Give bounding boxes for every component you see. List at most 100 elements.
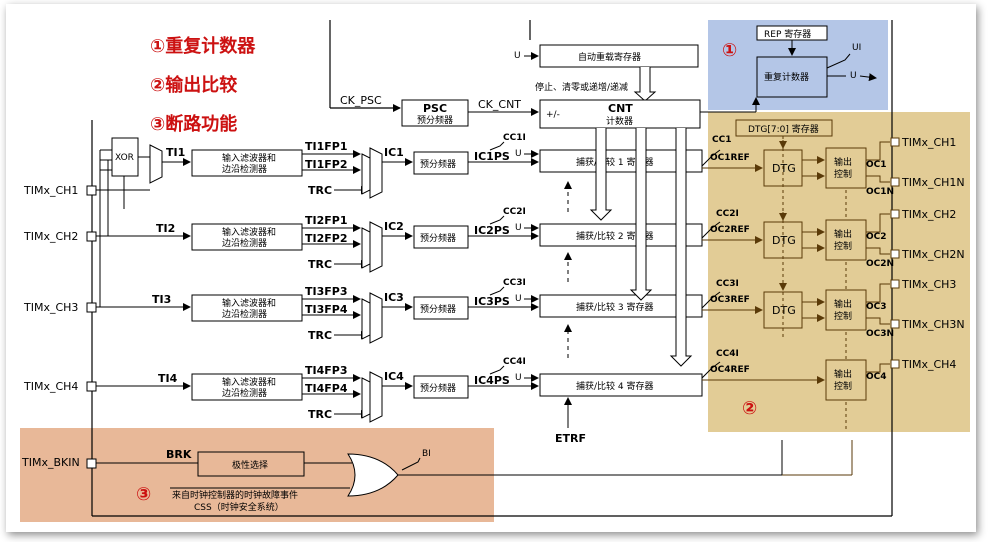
brk-label: BRK bbox=[166, 448, 192, 461]
fp1-label: TI4FP3 bbox=[305, 364, 347, 377]
ic-mux-3 bbox=[369, 292, 383, 344]
legend-item-1: ①重复计数器 bbox=[150, 35, 256, 57]
dtg-label: DTG bbox=[772, 234, 796, 247]
css-line-2: CSS（时钟安全系统） bbox=[194, 501, 284, 513]
ti1-label: TI1 bbox=[166, 146, 185, 159]
trc-label: TRC bbox=[308, 329, 332, 342]
icps-label-2: IC2PS bbox=[474, 224, 510, 237]
input-filter-4 bbox=[191, 373, 303, 401]
filter-label-1: 输入滤波器和 bbox=[222, 376, 276, 388]
dtg-register bbox=[735, 119, 833, 137]
output-control-3 bbox=[825, 289, 867, 331]
filter-label-1: 输入滤波器和 bbox=[222, 297, 276, 309]
filter-label-2: 边沿检测器 bbox=[222, 308, 267, 320]
css-line-1: 来自时钟控制器的时钟故障事件 bbox=[172, 489, 298, 501]
trc-label: TRC bbox=[308, 184, 332, 197]
output-1: TIMx_CH1 bbox=[901, 136, 956, 149]
ccr-4 bbox=[539, 373, 703, 397]
out-ctrl-label-1: 输出 bbox=[834, 228, 852, 240]
dtg-register-label: DTG[7:0] 寄存器 bbox=[748, 123, 819, 135]
ccr-2 bbox=[539, 223, 703, 247]
cci-out-label-3: CC3I bbox=[716, 279, 739, 289]
ic-label-3: IC3 bbox=[384, 291, 404, 304]
input-filter-1 bbox=[191, 149, 303, 177]
output-control-1 bbox=[825, 147, 867, 189]
out-ctrl-label-1: 输出 bbox=[834, 368, 852, 380]
oc-label-3: OC3 bbox=[866, 302, 887, 312]
prescaler-label: 预分频器 bbox=[420, 158, 456, 170]
out-ctrl-label-2: 控制 bbox=[834, 240, 852, 252]
out-ctrl-label-2: 控制 bbox=[834, 380, 852, 392]
ic-mux-1 bbox=[369, 147, 383, 199]
badge-3: ③ bbox=[136, 484, 151, 505]
ui-label: UI bbox=[852, 43, 861, 53]
cci-out-label-2: CC2I bbox=[716, 209, 739, 219]
fp2-label: TI3FP4 bbox=[305, 303, 348, 316]
auto-reload-register bbox=[539, 44, 699, 68]
oc-label-4: OC4 bbox=[866, 372, 887, 382]
oc-label-2: OC2 bbox=[866, 232, 887, 242]
ccr-1 bbox=[539, 149, 703, 173]
icps-label-3: IC3PS bbox=[474, 295, 510, 308]
ic-prescaler-4 bbox=[413, 375, 469, 399]
cnt-pm-label: +/- bbox=[546, 110, 560, 120]
icps-label-1: IC1PS bbox=[474, 150, 510, 163]
trc-label: TRC bbox=[308, 258, 332, 271]
ccr-u-label: U bbox=[515, 149, 522, 159]
fp2-label: TI1FP2 bbox=[305, 158, 347, 171]
ccr-u-label: U bbox=[515, 223, 522, 233]
filter-label-1: 输入滤波器和 bbox=[222, 226, 276, 238]
prescaler-label: 预分频器 bbox=[420, 232, 456, 244]
cci-out-label-4: CC4I bbox=[716, 349, 739, 359]
ti2-label: TI2 bbox=[156, 222, 175, 235]
cci-label-3: CC3I bbox=[503, 278, 526, 288]
cnt-block bbox=[539, 99, 701, 129]
dtg-label: DTG bbox=[772, 162, 796, 175]
fp2-label: TI4FP4 bbox=[305, 382, 348, 395]
channel-inputs: TIMx_CH1 TIMx_CH2 TIMx_CH3 TIMx_CH4 TIMx… bbox=[21, 184, 97, 469]
channel-row-1: 输入滤波器和边沿检测器TI1FP1TI1FP2TRCIC1预分频器IC1PSCC… bbox=[191, 133, 703, 199]
legend-item-3: ③断路功能 bbox=[150, 113, 237, 135]
etrf-label: ETRF bbox=[555, 432, 586, 445]
prescaler-label: 预分频器 bbox=[420, 303, 456, 315]
ccr-label-1: 捕获/比较 1 寄存器 bbox=[576, 156, 653, 168]
cci-label-1: CC1I bbox=[503, 133, 526, 143]
ocref-label-4: OC4REF bbox=[710, 365, 750, 375]
input-ch1: TIMx_CH1 bbox=[23, 184, 78, 197]
out-ctrl-label-1: 输出 bbox=[834, 298, 852, 310]
psc-block bbox=[401, 99, 469, 127]
fp1-label: TI1FP1 bbox=[305, 140, 347, 153]
ccr-u-label: U bbox=[515, 294, 522, 304]
output-4: TIMx_CH4 bbox=[901, 358, 956, 371]
input-filter-2 bbox=[191, 223, 303, 251]
output-3: TIMx_CH3 bbox=[901, 278, 956, 291]
polarity-label: 极性选择 bbox=[232, 459, 268, 471]
cci-label-4: CC4I bbox=[503, 357, 526, 367]
ti4-label: TI4 bbox=[158, 372, 178, 385]
fp1-label: TI2FP1 bbox=[305, 214, 347, 227]
out-ctrl-label-2: 控制 bbox=[834, 310, 852, 322]
output-n-3: TIMx_CH3N bbox=[901, 318, 965, 331]
psc-label: PSC bbox=[423, 102, 447, 115]
prescaler-label: 预分频器 bbox=[420, 382, 456, 394]
filter-label-1: 输入滤波器和 bbox=[222, 152, 276, 164]
cnt-sub-label: 计数器 bbox=[606, 115, 633, 127]
ccr-u-label: U bbox=[515, 373, 522, 383]
xor-label: XOR bbox=[115, 153, 134, 163]
stop-clear-label: 停止、清零或递增/递减 bbox=[535, 81, 628, 93]
oc-label-1: OC1 bbox=[866, 160, 887, 170]
polarity-select bbox=[197, 451, 305, 477]
ocn-label-2: OC2N bbox=[866, 259, 894, 269]
or-gate bbox=[347, 453, 399, 497]
filter-label-2: 边沿检测器 bbox=[222, 387, 267, 399]
fp1-label: TI3FP3 bbox=[305, 285, 347, 298]
out-ctrl-label-2: 控制 bbox=[834, 168, 852, 180]
cc-label-1: CC1 bbox=[712, 135, 731, 145]
repetition-counter bbox=[756, 56, 828, 98]
output-control-4 bbox=[825, 359, 867, 401]
input-ch4: TIMx_CH4 bbox=[23, 380, 78, 393]
output-control-2 bbox=[825, 219, 867, 261]
